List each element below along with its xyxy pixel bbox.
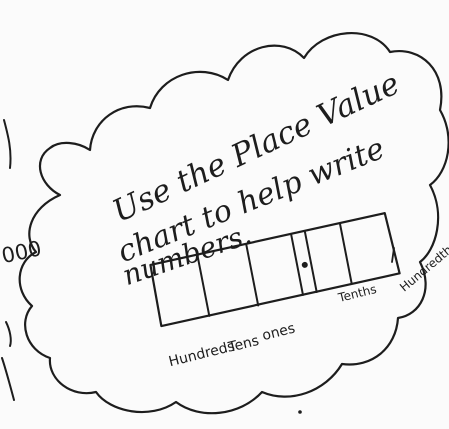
left-edge-number: 000	[0, 236, 44, 268]
decimal-point	[301, 261, 308, 268]
chart-column-divider	[304, 232, 318, 292]
paper-speck	[298, 410, 302, 414]
label-tens: Tens	[226, 333, 261, 356]
label-tick	[392, 248, 394, 262]
label-hundredths: Hundredths	[397, 239, 449, 295]
left-edge-mark	[2, 358, 14, 400]
label-ones: ones	[261, 321, 297, 345]
left-edge-mark	[4, 120, 11, 168]
label-hundreds: Hundreds	[167, 338, 236, 370]
chart-column-divider	[339, 224, 353, 284]
chart-column-divider	[245, 245, 259, 306]
left-edge-mark	[6, 322, 11, 346]
